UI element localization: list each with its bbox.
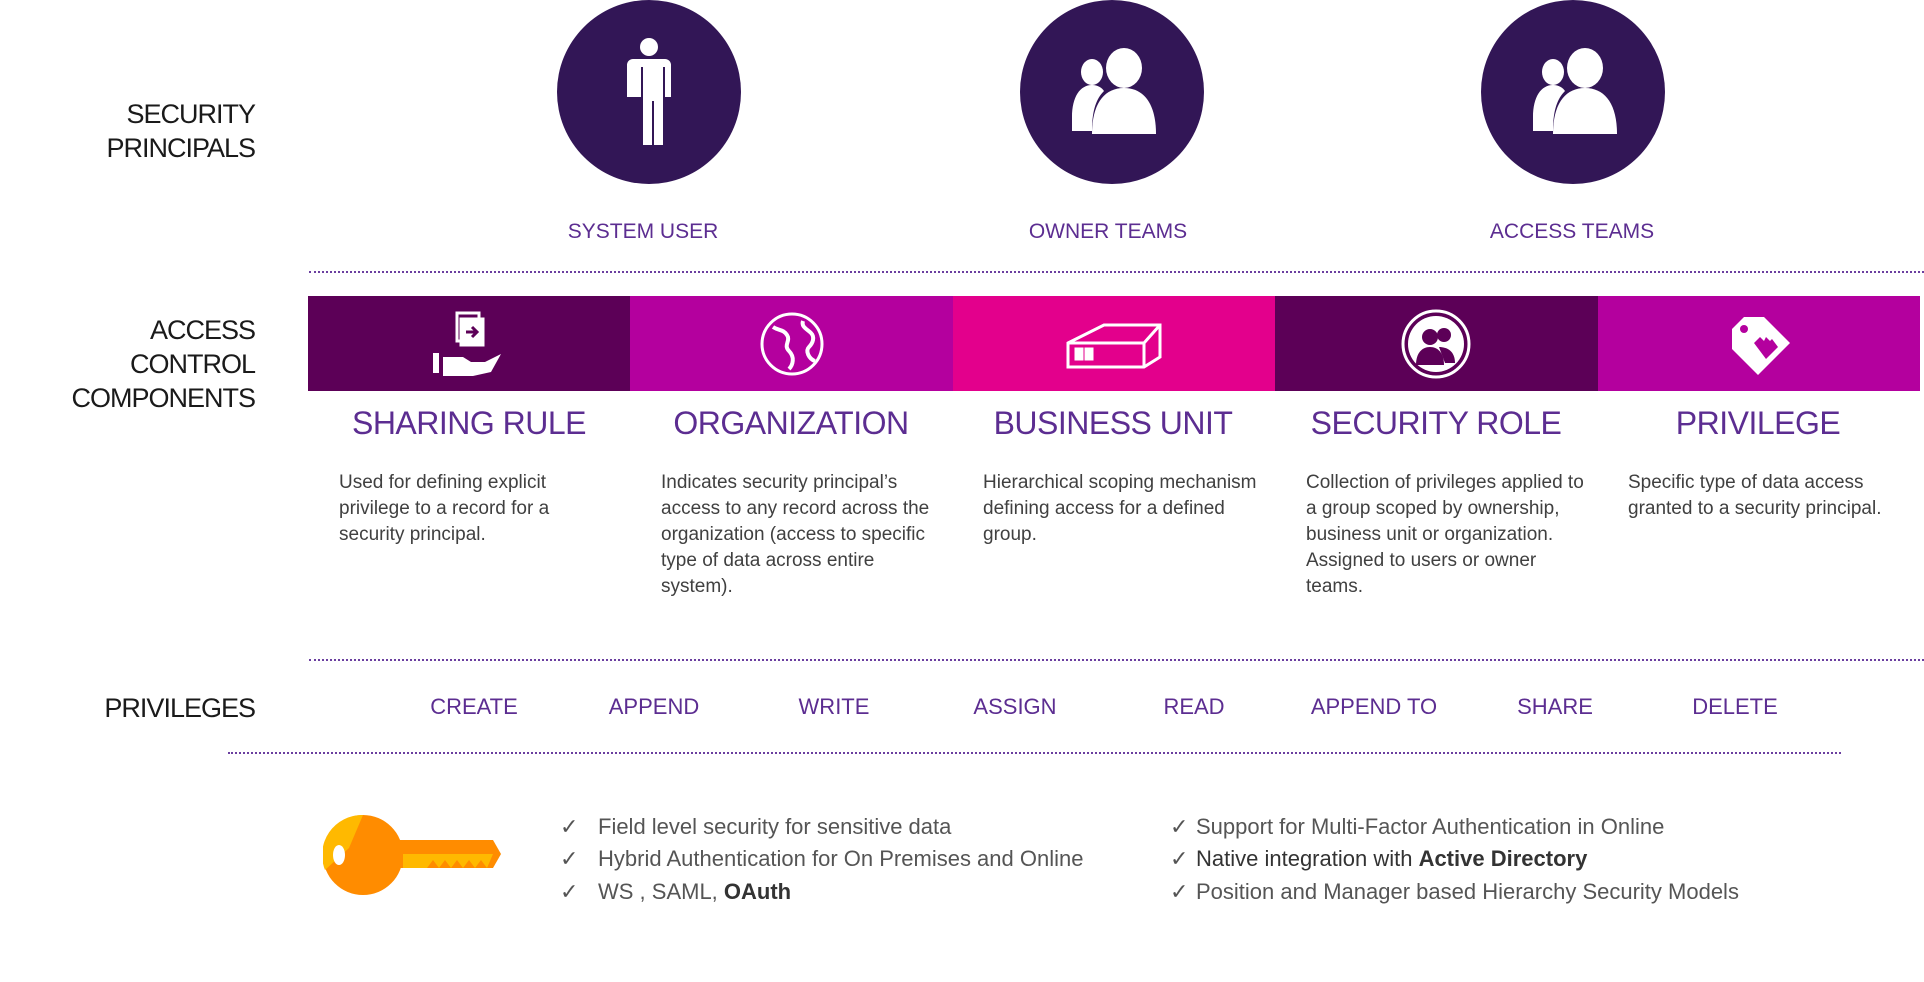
access-teams-circle — [1481, 0, 1665, 184]
role-badge-icon — [1401, 309, 1471, 378]
feature-item: ✓ Support for Multi-Factor Authentication… — [1170, 814, 1664, 840]
feature-text: Support for Multi-Factor Authentication … — [1196, 814, 1665, 839]
divider — [228, 752, 1841, 754]
component-title: ORGANIZATION — [673, 405, 909, 441]
tag-icon — [1731, 316, 1790, 375]
section-label-access-control: ACCESS CONTROL COMPONENTS — [71, 313, 256, 415]
feature-text: Hybrid Authentication for On Premises an… — [598, 846, 1084, 871]
component-privilege: PRIVILEGE Specific type of data access gr… — [1597, 405, 1919, 522]
principal-label: OWNER TEAMS — [1028, 220, 1188, 243]
component-title: SECURITY ROLE — [1310, 405, 1562, 441]
feature-text: WS , SAML, — [598, 879, 724, 904]
owner-teams-circle — [1020, 0, 1204, 184]
component-description: Indicates security principal’s access to… — [661, 472, 930, 597]
component-title: PRIVILEGE — [1675, 405, 1841, 441]
privilege-item: APPEND TO — [1310, 694, 1438, 719]
checkmark-icon: ✓ — [560, 879, 579, 904]
hand-share-icon — [433, 311, 502, 376]
label-line: ACCESS — [149, 315, 256, 345]
checkmark-icon: ✓ — [560, 846, 579, 871]
principal-label: ACCESS TEAMS — [1489, 220, 1655, 243]
checkmark-icon: ✓ — [1170, 879, 1189, 904]
principal-label: SYSTEM USER — [567, 220, 719, 243]
privilege-item: DELETE — [1692, 694, 1778, 719]
label-line: CONTROL — [129, 349, 256, 379]
feature-text: Field level security for sensitive data — [598, 814, 952, 839]
component-description: Specific type of data access granted to … — [1628, 472, 1882, 519]
component-description: Collection of privileges applied to a gr… — [1306, 472, 1584, 597]
feature-item: ✓ Native integration with Active Director… — [1170, 846, 1587, 872]
feature-item: ✓ Field level security for sensitive data — [560, 814, 951, 840]
section-label-security-principals: SECURITY PRINCIPALS — [106, 97, 256, 165]
sharing-rule-tile — [308, 296, 631, 391]
feature-bold-text: Active Directory — [1418, 846, 1588, 871]
label-line: PRINCIPALS — [106, 133, 256, 163]
component-icon-band — [308, 296, 1921, 391]
building-icon — [1066, 323, 1162, 368]
team-icon — [1533, 48, 1617, 134]
checkmark-icon: ✓ — [1170, 814, 1189, 839]
label-line: SECURITY — [126, 99, 256, 129]
divider — [309, 271, 1924, 273]
component-business-unit: BUSINESS UNIT Hierarchical scoping mechan… — [952, 405, 1274, 548]
feature-item: ✓ Position and Manager based Hierarchy Se… — [1170, 879, 1739, 905]
component-description: Used for defining explicit privilege to … — [339, 472, 550, 545]
security-role-tile — [1275, 296, 1598, 391]
business-unit-tile — [952, 296, 1276, 391]
privilege-item: WRITE — [798, 694, 870, 719]
checkmark-icon: ✓ — [560, 814, 579, 839]
privilege-item: ASSIGN — [973, 694, 1057, 719]
divider — [309, 659, 1924, 661]
component-title: BUSINESS UNIT — [993, 405, 1233, 441]
checkmark-icon: ✓ — [1170, 846, 1189, 871]
privilege-item: CREATE — [430, 694, 518, 719]
component-description: Hierarchical scoping mechanism defining … — [983, 472, 1257, 545]
feature-item: ✓ Hybrid Authentication for On Premises a… — [560, 846, 1083, 872]
component-title: SHARING RULE — [351, 405, 587, 441]
globe-icon — [760, 312, 824, 375]
privilege-item: READ — [1163, 694, 1225, 719]
organization-tile — [630, 296, 953, 391]
feature-bold-text: OAuth — [723, 879, 792, 904]
team-icon — [1072, 48, 1156, 134]
feature-item: ✓ WS , SAML, OAuth — [560, 879, 791, 905]
section-label-privileges: PRIVILEGES — [104, 693, 256, 723]
person-icon — [627, 38, 671, 145]
feature-text: Native integration with — [1196, 846, 1419, 871]
privilege-tile — [1597, 296, 1921, 391]
component-organization: ORGANIZATION Indicates security principal… — [630, 405, 952, 600]
component-security-role: SECURITY ROLE Collection of privileges ap… — [1275, 405, 1597, 600]
system-user-circle — [557, 0, 741, 184]
component-sharing-rule: SHARING RULE Used for defining explicit p… — [308, 405, 630, 548]
feature-text: Position and Manager based Hierarchy Sec… — [1196, 879, 1739, 904]
privilege-item: APPEND — [608, 694, 700, 719]
label-line: COMPONENTS — [71, 383, 256, 413]
privilege-item: SHARE — [1517, 694, 1593, 719]
key-icon — [323, 814, 501, 895]
